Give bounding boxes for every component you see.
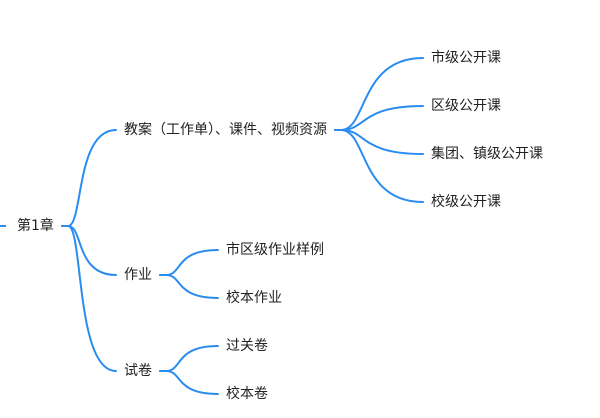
leaf-node-school-homework[interactable]: 校本作业 (226, 290, 282, 306)
branch-node-homework[interactable]: 作业 (124, 267, 152, 283)
connector-root-to-branch-0 (61, 129, 117, 227)
leaf-node-city-open-class[interactable]: 市级公开课 (431, 50, 501, 66)
leaf-node-district-open-class[interactable]: 区级公开课 (431, 98, 501, 114)
connector-branch-0-to-leaf-2 (334, 129, 424, 155)
leaf-node-homework-samples[interactable]: 市区级作业样例 (226, 242, 324, 258)
connector-branch-2-to-leaf-0 (159, 345, 219, 372)
connector-branch-0-to-leaf-0 (334, 57, 424, 131)
branch-node-lesson-plans[interactable]: 教案（工作单）、课件、视频资源 (124, 122, 327, 138)
leaf-node-group-town-open-class[interactable]: 集团、镇级公开课 (431, 146, 543, 162)
root-node[interactable]: 第1章 (17, 218, 54, 234)
connector-branch-2-to-leaf-1 (159, 370, 219, 395)
branch-node-exam-papers[interactable]: 试卷 (124, 363, 152, 379)
connector-root-to-branch-2 (61, 225, 117, 372)
connector-branch-0-to-leaf-1 (334, 105, 424, 131)
connector-branch-0-to-leaf-3 (334, 129, 424, 203)
leaf-node-school-open-class[interactable]: 校级公开课 (431, 194, 501, 210)
connector-root-to-branch-1 (61, 225, 117, 276)
leaf-node-checkpoint-paper[interactable]: 过关卷 (226, 338, 268, 354)
leaf-node-school-paper[interactable]: 校本卷 (226, 386, 268, 402)
connector-branch-1-to-leaf-0 (159, 249, 219, 276)
connector-branch-1-to-leaf-1 (159, 274, 219, 299)
